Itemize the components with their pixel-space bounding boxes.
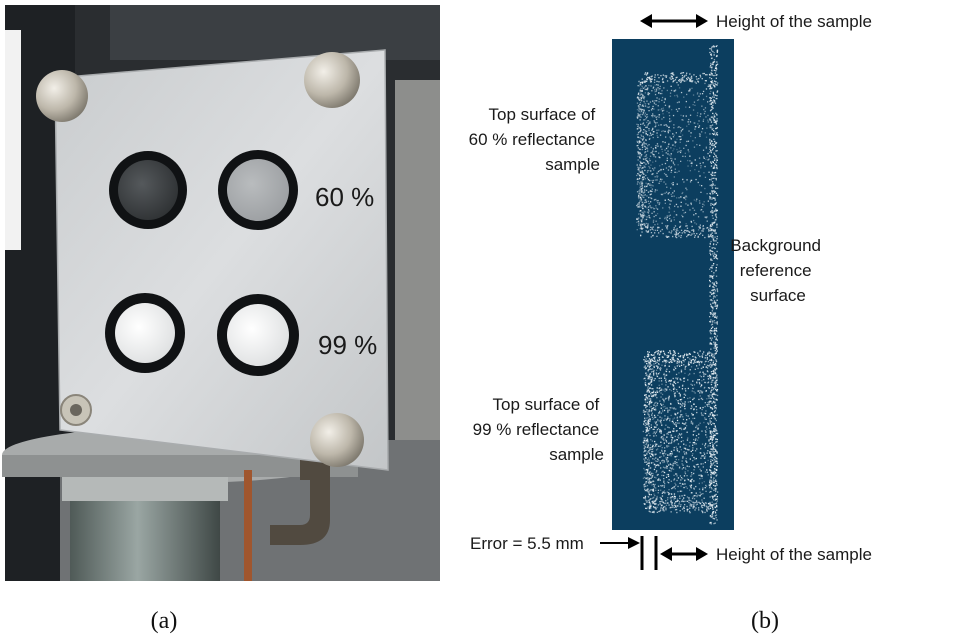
caption-a: (a) <box>151 608 178 634</box>
clamp-screw <box>244 470 252 581</box>
sample-white-left <box>105 293 185 373</box>
sample-60-percent <box>218 150 298 230</box>
panel-a-photo: 60 % 99 % <box>2 5 440 581</box>
height-arrow-top <box>640 14 708 28</box>
panel-b-scan <box>612 39 734 530</box>
bolt-bottom-left <box>60 394 92 426</box>
knob-top-right <box>304 52 360 108</box>
point-cloud <box>636 45 719 525</box>
knob-bottom-right <box>310 413 364 467</box>
background-frame <box>110 5 440 60</box>
label-height-top: Height of the sample <box>716 12 872 31</box>
white-cabinet-edge <box>5 30 21 250</box>
sample-dark <box>109 151 187 229</box>
label-60-percent: 60 % <box>315 182 374 212</box>
error-marker <box>600 536 658 570</box>
label-top-surface-99: Top surface of 99 % reflectance sample <box>473 395 604 464</box>
scan-image <box>612 39 734 530</box>
sample-99-percent <box>217 294 299 376</box>
knob-top-left <box>36 70 88 122</box>
pedestal-collar <box>62 477 228 501</box>
label-background-surface: Background reference surface <box>730 236 825 305</box>
label-height-bottom: Height of the sample <box>716 545 872 564</box>
height-arrow-bottom <box>660 547 708 561</box>
pedestal-disk-side <box>2 455 358 477</box>
caption-b: (b) <box>751 608 779 634</box>
c-clamp <box>270 460 330 545</box>
sample-plate <box>54 49 389 471</box>
label-top-surface-60: Top surface of 60 % reflectance sample <box>469 105 600 174</box>
label-error: Error = 5.5 mm <box>470 534 584 553</box>
label-99-percent: 99 % <box>318 330 377 360</box>
